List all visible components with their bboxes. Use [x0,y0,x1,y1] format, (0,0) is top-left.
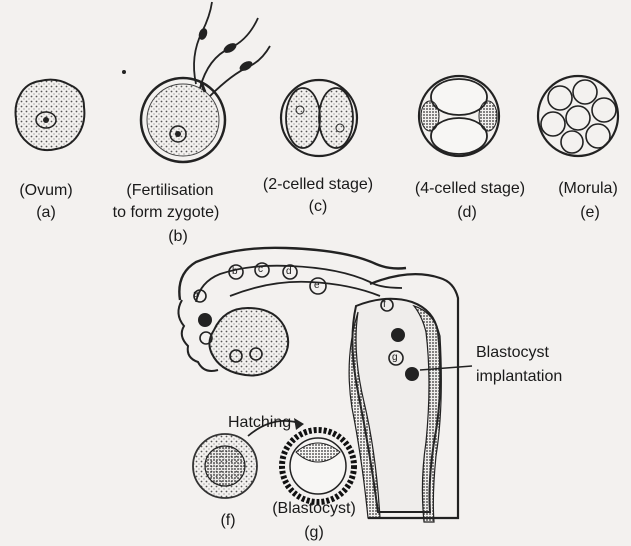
stage-e-caption: (Morula) [558,180,618,198]
ovum-figure [16,80,85,150]
tract-letter-b: b [232,263,238,281]
stage-b-letter: (b) [168,228,188,246]
zygote-figure [122,2,270,162]
stage-d-caption: (4-celled stage) [415,180,525,198]
stage-c-letter: (c) [309,198,328,216]
stage-g-letter: (g) [304,524,324,542]
pre-hatching-blastocyst [193,434,257,498]
tract-letter-f: f [383,296,386,314]
tract-letter-g: g [392,349,398,367]
tract-letter-a: a [193,286,199,304]
stage-f-letter: (f) [220,512,235,530]
stage-c-caption: (2-celled stage) [263,176,373,194]
implantation-label-line1: Blastocyst [476,344,549,362]
stage-b-caption-line2: to form zygote) [113,204,220,222]
blastocyst-figure [282,430,354,502]
stage-e-letter: (e) [580,204,600,222]
stage-a-letter: (a) [36,204,56,222]
morula-figure [538,76,618,156]
implantation-label-line2: implantation [476,368,562,386]
stage-d-letter: (d) [457,204,477,222]
blastocyst-label: (Blastocyst) [272,500,356,518]
four-celled-figure [419,76,499,156]
tract-letter-c: c [258,261,263,279]
hatching-label: Hatching [228,414,291,432]
two-celled-figure [281,80,357,156]
tract-letter-e: e [314,277,320,295]
tract-letter-d: d [286,263,292,281]
stage-b-caption-line1: (Fertilisation [126,182,213,200]
stage-a-caption: (Ovum) [19,182,72,200]
